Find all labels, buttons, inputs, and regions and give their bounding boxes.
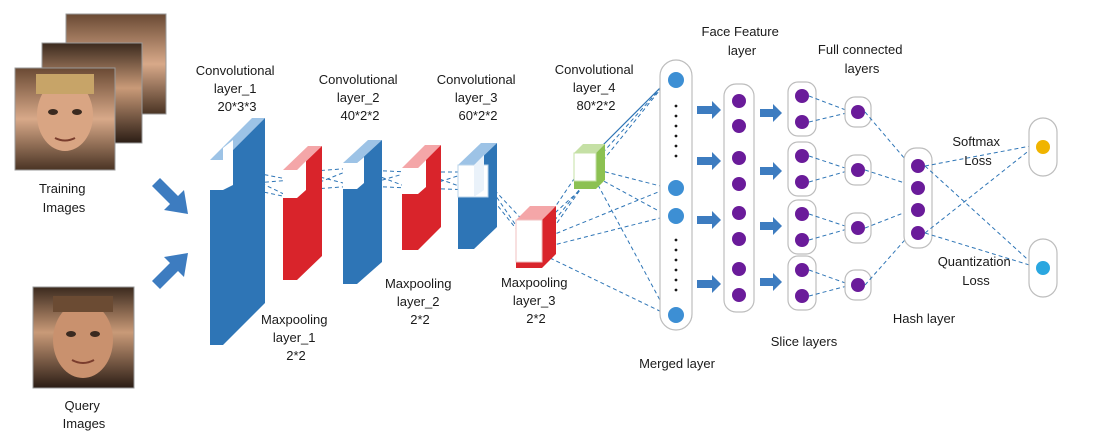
hash-layer [903,147,933,249]
arrow-icon [760,273,782,291]
arrow-icon [697,101,721,119]
feature-node [732,151,746,165]
conv3-label: Convolutional layer_3 60*2*2 [437,72,519,123]
merged-to-feature-arrows [697,101,721,293]
input-arrows [152,178,188,289]
feature-node [732,288,746,302]
pool1-label: Maxpooling layer_1 2*2 [261,312,331,363]
hash-layer-label: Hash layer [893,311,956,326]
pool2-label: Maxpooling layer_2 2*2 [385,276,455,327]
training-images-label: Training Images [39,181,89,215]
hash-node [911,181,925,195]
fc-node [851,105,865,119]
slice-node [795,89,809,103]
fc-node [851,163,865,177]
arrow-icon [760,104,782,122]
arrow-icon [697,211,721,229]
softmax-loss-node [1028,117,1058,177]
fc-to-hash-connections [864,111,912,286]
conv1-label: Convolutional layer_1 20*3*3 [196,63,278,114]
face-feature-label: Face Feature layer [702,24,783,58]
feature-node [732,177,746,191]
merged-layer [659,59,693,331]
ellipsis-dots [674,104,678,292]
fc-node [851,278,865,292]
slice-node [795,263,809,277]
arrow-icon [697,152,721,170]
slice-node [795,175,809,189]
pool3-block [515,206,556,268]
merged-layer-label: Merged layer [639,356,716,371]
arrow-icon [760,217,782,235]
arrow-icon [152,178,188,214]
pool3-label: Maxpooling layer_3 2*2 [501,275,571,326]
quantization-loss-label: Quantization Loss [938,254,1015,288]
feature-node [732,206,746,220]
hash-node [911,159,925,173]
feature-node [732,232,746,246]
quantization-loss-node [1028,238,1058,298]
slice-to-fc-connections [808,95,852,297]
conv3-block [457,143,497,249]
arrow-icon [697,275,721,293]
merged-node [668,72,684,88]
conv1-block [210,118,265,345]
slice-node [795,289,809,303]
training-image-stack [14,13,167,171]
merged-node [668,180,684,196]
hair-icon [36,74,94,94]
feature-node [732,94,746,108]
slice-node [795,233,809,247]
slice-node [795,207,809,221]
conv2-block [343,140,382,284]
full-connected-layers [844,96,872,301]
merged-node [668,307,684,323]
hash-to-loss-connections [924,144,1037,268]
slice-layers-label: Slice layers [771,334,838,349]
arrow-icon [152,253,188,289]
merged-node [668,208,684,224]
feature-node [732,262,746,276]
full-connected-label: Full connected layers [818,42,906,76]
feature-to-slice-arrows [760,104,782,291]
slice-node [795,149,809,163]
conv4-label: Convolutional layer_4 80*2*2 [555,62,637,113]
face-feature-layer [723,83,755,313]
hash-node [911,226,925,240]
slice-layers [787,81,817,311]
solid-connection [597,79,669,151]
feature-node [732,119,746,133]
query-images-label: Query Images [63,398,106,431]
face-icon [53,302,113,378]
hash-node [911,203,925,217]
pool1-block [283,146,322,280]
pool2-block [402,145,441,250]
arrow-icon [760,162,782,180]
fc-node [851,221,865,235]
softmax-loss-label: Softmax Loss [952,134,1003,168]
slice-node [795,115,809,129]
conv2-label: Convolutional layer_2 40*2*2 [319,72,401,123]
conv4-block [573,144,605,189]
query-image [32,286,135,389]
face-icon [37,79,93,151]
